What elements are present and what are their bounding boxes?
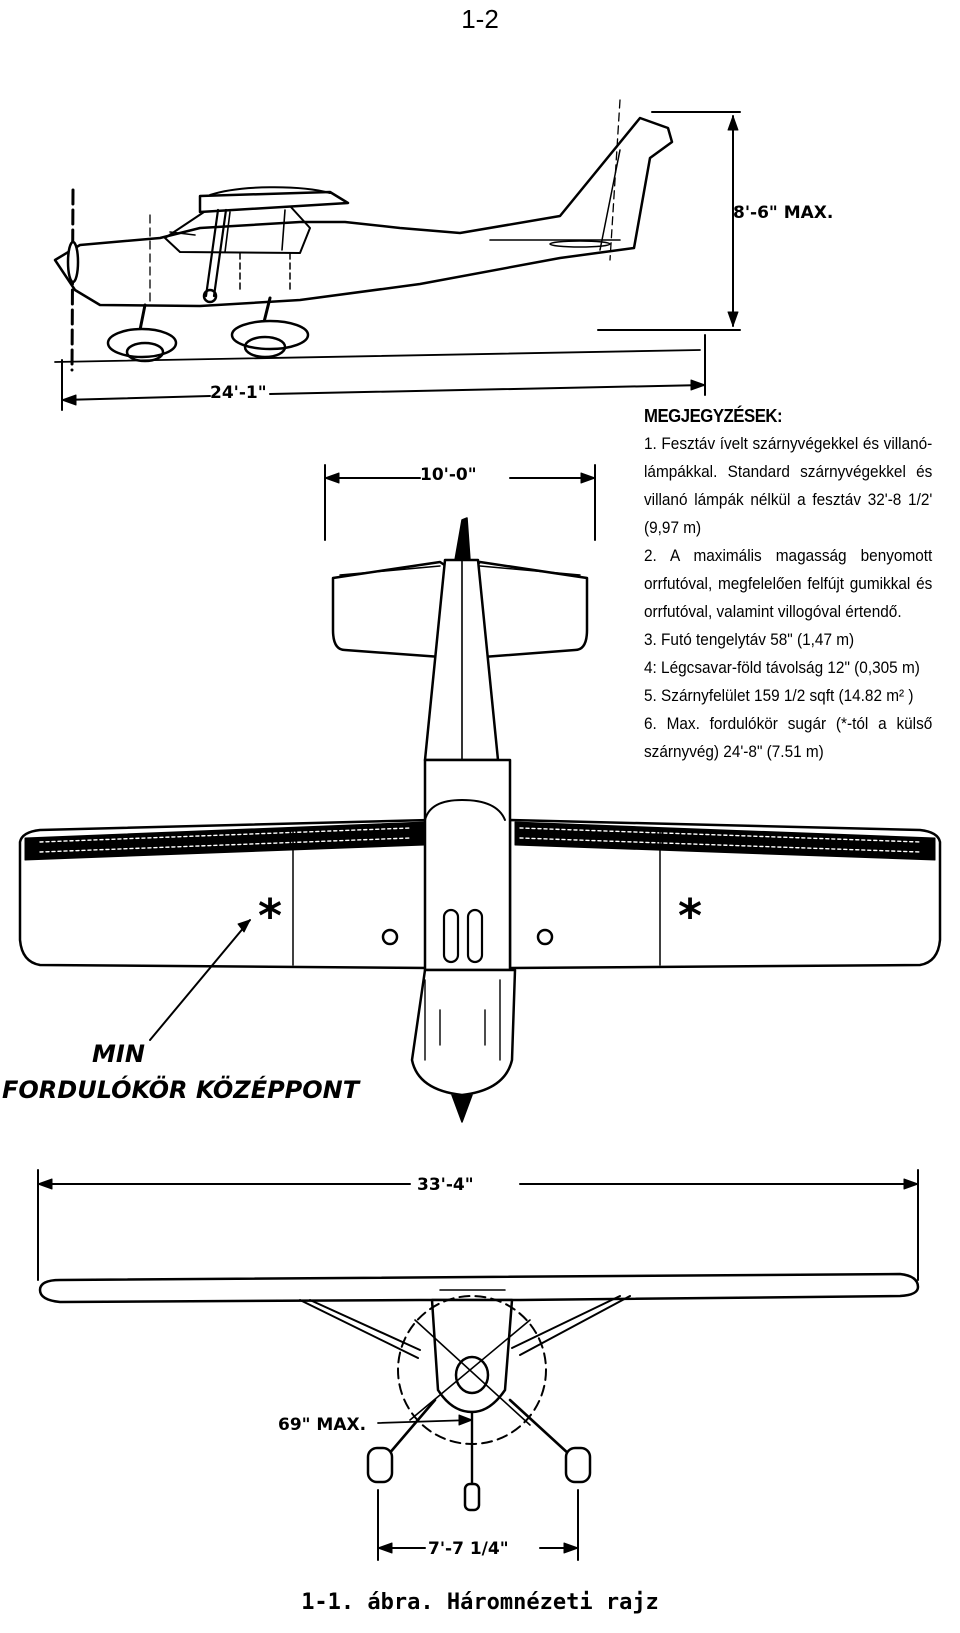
pivot-pointer — [149, 919, 251, 1041]
pivot-marker-left: * — [258, 889, 282, 943]
side-view — [53, 99, 741, 411]
note-item: 1. Fesztáv ívelt szárnyvégekkel és villa… — [644, 435, 933, 537]
tail-span-label: 10'-0" — [420, 465, 477, 485]
fuselage-top-forward — [410, 968, 517, 1097]
note-item: 4: Légcsavar-föld távolság 12" (0,305 m) — [644, 659, 920, 677]
note-item: 3. Futó tengelytáv 58" (1,47 m) — [644, 631, 855, 649]
notes-title: MEGJEGYZÉSEK: — [644, 406, 783, 426]
fuselage-side — [53, 116, 674, 308]
main-gear-front — [386, 1398, 572, 1457]
notes-block: MEGJEGYZÉSEK: 1. Fesztáv ívelt szárnyvég… — [644, 402, 932, 766]
length-label: 24'-1" — [210, 383, 267, 403]
note-item: 2. A maximális magasság benyomott orrfut… — [644, 547, 933, 621]
track-dimension — [377, 1489, 579, 1561]
pivot-marker-right: * — [678, 889, 702, 943]
page-number: 1-2 — [461, 4, 499, 34]
height-label: 8'-6" MAX. — [733, 203, 833, 223]
vertical-fin — [454, 517, 471, 561]
tail-span-dimension — [324, 464, 596, 541]
wing-front — [38, 1272, 920, 1304]
figure-caption: 1-1. ábra. Háromnézeti rajz — [301, 1590, 659, 1615]
prop-clearance-label: 69" MAX. — [278, 1415, 366, 1435]
track-label: 7'-7 1/4" — [428, 1539, 509, 1559]
wing-side — [198, 190, 350, 214]
wing-struts-front — [299, 1295, 631, 1359]
nose-gear-side — [138, 303, 147, 332]
front-view — [37, 1169, 920, 1561]
length-dimension — [61, 334, 706, 411]
pivot-label-center: FORDULÓKÖR KÖZÉPPONT — [2, 1074, 361, 1104]
prop-clearance-dimension — [377, 1419, 473, 1424]
note-item: 6. Max. fordulókör sugár (*-tól a külső … — [644, 715, 933, 761]
spinner-top — [451, 1094, 473, 1123]
span-dimension — [37, 1169, 919, 1281]
pivot-label-min: MIN — [92, 1040, 145, 1068]
top-view — [18, 464, 942, 1123]
wing-strut — [204, 208, 228, 298]
span-label: 33'-4" — [417, 1175, 474, 1195]
height-dimension — [597, 111, 741, 331]
cabin-window — [164, 205, 311, 254]
note-item: 5. Szárnyfelület 159 1/2 sqft (14.82 m² … — [644, 687, 914, 705]
